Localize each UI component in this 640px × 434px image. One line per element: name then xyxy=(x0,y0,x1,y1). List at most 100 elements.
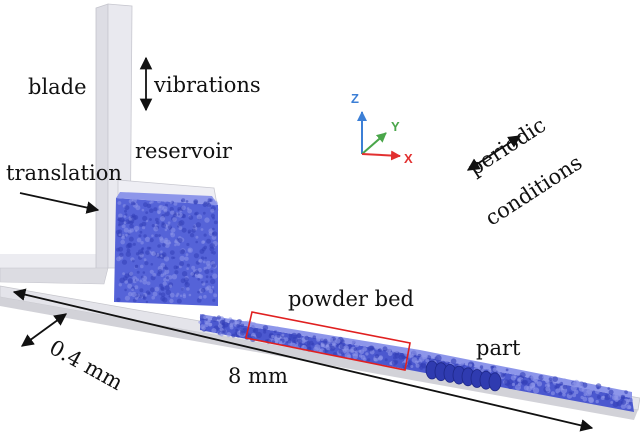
powder-particle xyxy=(195,222,202,228)
powder-particle xyxy=(212,251,216,255)
powder-particle xyxy=(165,267,169,271)
powder-particle xyxy=(129,224,134,229)
powder-particle xyxy=(220,319,225,325)
powder-particle xyxy=(212,273,218,279)
axis-x-label: X xyxy=(404,151,413,166)
powder-particle xyxy=(142,215,148,221)
powder-particle xyxy=(186,242,190,247)
powder-particle xyxy=(562,392,566,397)
powder-particle xyxy=(431,354,436,359)
powder-particle xyxy=(204,256,207,260)
powder-particle xyxy=(121,224,126,229)
powder-particle xyxy=(169,284,173,288)
powder-particle xyxy=(378,348,382,353)
powder-particle xyxy=(186,207,190,210)
powder-particle xyxy=(320,337,324,341)
powder-particle xyxy=(181,198,186,203)
powder-particle xyxy=(244,320,247,324)
powder-particle xyxy=(157,244,161,248)
powder-particle xyxy=(519,372,526,378)
powder-particle xyxy=(211,316,218,322)
powder-particle xyxy=(263,328,266,332)
powder-particle xyxy=(160,254,163,258)
powder-bed-layer xyxy=(198,314,634,412)
powder-particle xyxy=(155,217,159,222)
powder-particle xyxy=(547,383,550,387)
powder-particle xyxy=(124,280,128,284)
powder-particle xyxy=(170,227,176,233)
powder-particle xyxy=(236,320,240,324)
powder-particle xyxy=(144,236,151,242)
powder-particle xyxy=(187,208,193,214)
powder-particle xyxy=(162,297,168,303)
powder-particle xyxy=(170,210,175,215)
powder-particle xyxy=(582,396,588,402)
powder-particle xyxy=(167,221,171,225)
powder-particle xyxy=(165,276,170,280)
powder-particle xyxy=(207,318,212,322)
powder-particle xyxy=(136,270,140,274)
powder-particle xyxy=(211,328,217,334)
powder-particle xyxy=(596,395,601,399)
powder-particle xyxy=(195,240,198,244)
powder-particle xyxy=(375,347,379,351)
powder-particle xyxy=(169,250,175,256)
powder-particle xyxy=(200,256,205,260)
powder-particle xyxy=(190,272,194,276)
powder-particle xyxy=(281,333,285,337)
blade-face xyxy=(95,3,109,277)
powder-particle xyxy=(121,259,128,265)
powder-particle xyxy=(207,198,212,203)
powder-particle xyxy=(206,264,212,270)
powder-particle xyxy=(117,201,122,205)
powder-particle xyxy=(306,341,311,345)
powder-particle xyxy=(175,294,179,298)
powder-particle xyxy=(180,249,186,254)
powder-particle xyxy=(149,238,154,243)
powder-particle xyxy=(572,393,577,398)
powder-particle xyxy=(271,334,275,339)
powder-particle xyxy=(163,256,170,262)
powder-particle xyxy=(387,351,393,357)
powder-particle xyxy=(177,208,180,212)
powder-particle xyxy=(174,243,177,247)
powder-particle xyxy=(124,288,127,292)
powder-particle xyxy=(197,278,200,281)
powder-particle xyxy=(196,214,203,220)
powder-particle xyxy=(187,247,193,253)
powder-particle xyxy=(201,281,204,284)
powder-particle xyxy=(123,227,129,233)
blade-foot xyxy=(0,267,109,285)
powder-particle xyxy=(154,286,160,292)
powder-particle xyxy=(211,286,215,289)
powder-particle xyxy=(558,391,562,396)
powder-particle xyxy=(197,290,201,294)
powder-particle xyxy=(140,264,144,269)
powder-particle xyxy=(142,294,146,298)
powder-particle xyxy=(548,377,553,381)
powder-particle xyxy=(240,321,244,325)
powder-particle xyxy=(142,226,146,230)
vibrations-label: vibrations xyxy=(154,73,261,97)
powder-particle xyxy=(176,265,179,269)
powder-particle xyxy=(124,205,130,211)
powder-particle xyxy=(192,225,196,229)
powder-particle xyxy=(422,353,428,359)
powder-particle xyxy=(170,232,176,238)
powder-particle xyxy=(208,289,214,294)
powder-particle xyxy=(410,365,414,368)
powder-particle xyxy=(162,205,168,212)
powder-particle xyxy=(314,344,321,351)
blade-label: blade xyxy=(28,75,87,99)
powder-particle xyxy=(154,233,159,238)
powder-particle xyxy=(139,279,143,283)
translation-label: translation xyxy=(6,161,122,185)
powder-particle xyxy=(195,235,199,239)
axis-z-label: Z xyxy=(351,91,359,106)
powder-particle xyxy=(578,385,585,392)
powder-particle xyxy=(596,386,600,390)
powder-particle xyxy=(239,330,245,336)
powder-particle xyxy=(151,234,154,237)
powder-particle xyxy=(144,261,149,266)
powder-particle xyxy=(235,328,239,332)
